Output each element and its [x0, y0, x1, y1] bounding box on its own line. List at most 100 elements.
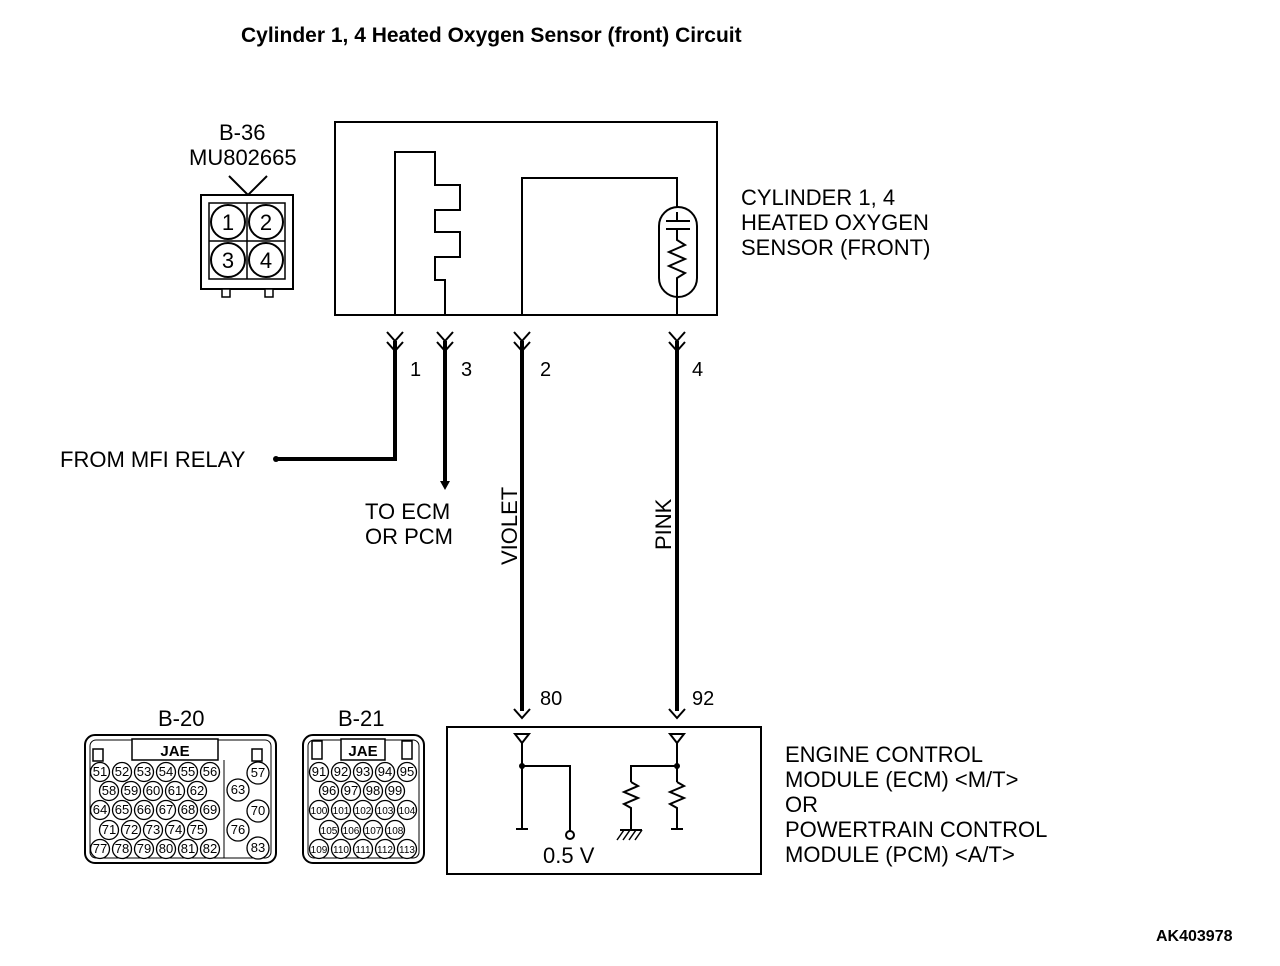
pin-circle	[308, 838, 330, 860]
pin-number: 107	[365, 826, 382, 837]
pin-number: 83	[251, 840, 265, 855]
ecm-pin-label: 80	[540, 688, 562, 710]
pin-number: 71	[102, 822, 116, 837]
connector-b20-id: B-20	[158, 706, 204, 731]
pin-circle	[362, 819, 384, 841]
pin-circle	[318, 819, 340, 841]
terminal-icon	[512, 733, 532, 745]
voltage-label: 0.5 V	[543, 843, 595, 868]
to-ecm-label: TO ECM	[365, 499, 450, 524]
pin-number: 81	[181, 841, 195, 856]
pin-number: 98	[366, 783, 380, 798]
pin-circle	[318, 780, 340, 802]
pin-circle	[155, 799, 177, 821]
pin-circle	[177, 799, 199, 821]
pin-number: 109	[311, 845, 328, 856]
oxygen-sensor: CYLINDER 1, 4 HEATED OXYGEN SENSOR (FRON…	[334, 121, 930, 316]
reference-voltage-icon	[565, 830, 575, 840]
connector-chevron-icon	[436, 331, 454, 343]
ecm-module: 0.5 V ENGINE CONTROL MODULE (ECM) <M/T> …	[446, 726, 1047, 875]
pin-circle	[164, 780, 186, 802]
ecm-label-line: MODULE (ECM) <M/T>	[785, 767, 1018, 792]
resistor-icon	[621, 781, 641, 829]
pin-circle	[133, 799, 155, 821]
pin-number: 96	[322, 783, 336, 798]
connector-b20-brand: JAE	[160, 743, 189, 760]
ecm-label-line: POWERTRAIN CONTROL	[785, 817, 1047, 842]
ecm-label-line: ENGINE CONTROL	[785, 742, 983, 767]
pin-circle	[330, 799, 352, 821]
pin-circle	[374, 799, 396, 821]
sensor-label-line: CYLINDER 1, 4	[741, 185, 895, 210]
sensor-box	[334, 121, 718, 316]
pin-circle	[374, 838, 396, 860]
pin-circle	[89, 799, 111, 821]
resistor-icon	[666, 229, 688, 315]
pin-circle	[98, 819, 120, 841]
pin-number: 77	[93, 841, 107, 856]
pin-number: 108	[387, 826, 404, 837]
pin-circle	[98, 780, 120, 802]
pin-number: 55	[181, 764, 195, 779]
sensor-label-line: HEATED OXYGEN	[741, 210, 929, 235]
pin-number: 66	[137, 802, 151, 817]
pin-number: 106	[343, 826, 360, 837]
wire-pin-label: 3	[461, 359, 472, 381]
connector-chevron-icon	[513, 331, 531, 343]
pin-circle	[133, 838, 155, 860]
pin-number: 68	[181, 802, 195, 817]
pin-number: 73	[146, 822, 160, 837]
pin-number: 112	[377, 845, 393, 856]
pin-circle	[89, 761, 111, 783]
pin-number: 64	[93, 802, 107, 817]
pin-number: 76	[231, 822, 245, 837]
pin-number: 95	[400, 764, 414, 779]
pin-number: 113	[399, 845, 415, 856]
ground-icon	[616, 829, 643, 841]
wire-pin-label: 4	[692, 359, 703, 381]
connector-pin-label: 1	[222, 210, 234, 235]
connector-b21-id: B-21	[338, 706, 384, 731]
connector-b21-brand: JAE	[348, 743, 377, 760]
connector-pin-label: 2	[260, 210, 272, 235]
diagram-title: Cylinder 1, 4 Heated Oxygen Sensor (fron…	[241, 24, 742, 47]
pin-number: 57	[251, 765, 265, 780]
pin-number: 94	[378, 764, 392, 779]
pin-circle	[396, 761, 418, 783]
pin-circle	[352, 761, 374, 783]
pin-number: 58	[102, 783, 116, 798]
wiring-harness: 1 3 2 4 FROM MFI RELAY TO ECM OR PCM VIO…	[60, 331, 714, 720]
pin-number: 70	[251, 803, 265, 818]
pin-circle	[384, 819, 406, 841]
connector-pin-label: 4	[260, 248, 272, 273]
pin-circle	[177, 761, 199, 783]
pin-number: 54	[159, 764, 173, 779]
pin-number: 102	[355, 806, 372, 817]
connector-b36-id: B-36	[219, 120, 265, 145]
sensor-label-line: SENSOR (FRONT)	[741, 235, 930, 260]
pin-circle	[330, 761, 352, 783]
pin-number: 103	[377, 806, 394, 817]
pin-circle	[362, 780, 384, 802]
pin-circle	[199, 761, 221, 783]
pin-number: 79	[137, 841, 151, 856]
pin-circle	[396, 799, 418, 821]
pin-number: 69	[203, 802, 217, 817]
heater-element-icon	[394, 151, 461, 315]
pin-number: 65	[115, 802, 129, 817]
pin-circle	[396, 838, 418, 860]
pin-circle	[89, 838, 111, 860]
pin-circle	[120, 819, 142, 841]
pin-number: 101	[333, 806, 350, 817]
pin-number: 62	[190, 783, 204, 798]
terminal-icon	[667, 733, 687, 745]
ecm-pin-label: 92	[692, 688, 714, 710]
pin-circle	[155, 761, 177, 783]
pin-number: 51	[93, 764, 107, 779]
pin-number: 110	[333, 845, 349, 856]
connector-b36-part: MU802665	[189, 145, 297, 170]
pin-number: 61	[168, 783, 182, 798]
pin-circle	[246, 836, 270, 860]
wire-color-pink: PINK	[651, 498, 676, 550]
